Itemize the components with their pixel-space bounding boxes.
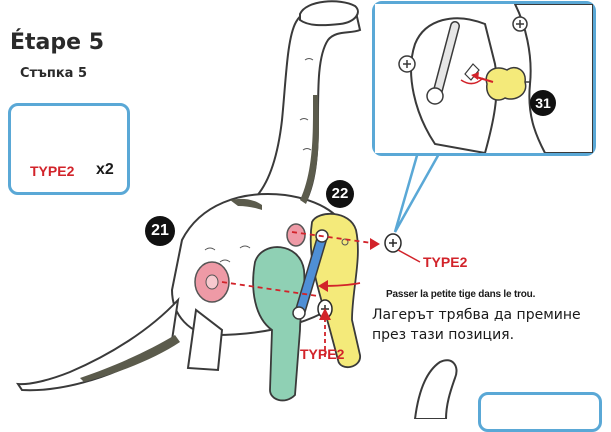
screw-type-label: TYPE2 [300, 346, 344, 362]
parts-box [8, 103, 130, 195]
detail-box [372, 1, 596, 156]
step-subtitle: Стъпка 5 [20, 66, 87, 81]
dinosaur-head [300, 1, 358, 25]
disc-part-22 [287, 224, 305, 246]
part-number-badge: 21 [145, 216, 175, 246]
screw-type-label: TYPE2 [423, 254, 467, 270]
dinosaur-body [18, 4, 360, 390]
instruction-bulgarian: Лагерът трябва да премине през тази пози… [372, 305, 611, 345]
next-box [478, 392, 602, 432]
step-title: Étape 5 [10, 30, 104, 55]
detail-illustration [375, 4, 593, 153]
label-leaders [398, 250, 420, 262]
detail-pointer [395, 152, 440, 232]
part-number-badge: 31 [530, 90, 556, 116]
parts-quantity: x2 [96, 161, 114, 179]
parts-type-label: TYPE2 [30, 163, 74, 179]
instruction-french: Passer la petite tige dans le trou. [386, 289, 535, 300]
dinosaur-partial [415, 360, 457, 419]
part-number-badge: 22 [326, 180, 354, 208]
